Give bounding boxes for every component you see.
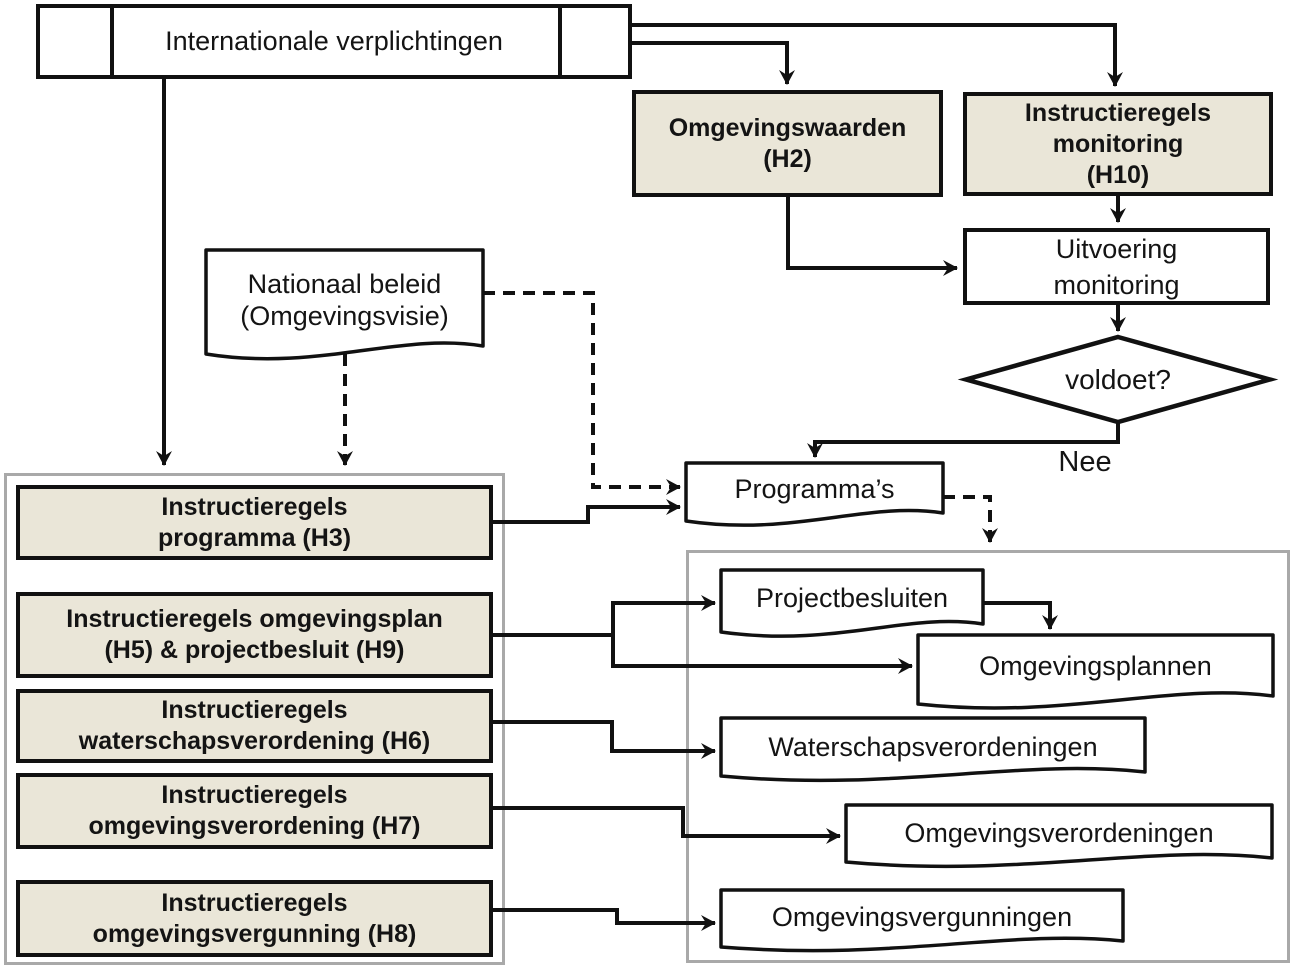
edge-voldoet-nee-to-programmas <box>807 422 1120 458</box>
instructieregels-programma-box: Instructieregels programma (H3) <box>16 485 493 560</box>
edge-projectbesluiten-to-omgevingsplannen <box>983 601 1058 630</box>
edge-h5-to-projectbesluiten <box>493 595 716 637</box>
predefined-process-left-bar <box>110 8 114 75</box>
voldoet-diamond-shape <box>957 334 1279 425</box>
waterschapsverordeningen-shape <box>719 716 1147 783</box>
projectbesluiten-shape <box>719 568 985 638</box>
edge-h7-to-omgevingsverordeningen <box>493 806 841 844</box>
internationale-verplichtingen-label: Internationale verplichtingen <box>165 26 503 56</box>
nationaal-beleid-label: Nationaal beleid (Omgevingsvisie) <box>240 268 449 331</box>
programmas-label: Programma’s <box>734 474 895 504</box>
edge-nationaalbeleid-to-programmas <box>483 291 681 495</box>
edge-programmas-to-rightpanel <box>943 495 998 543</box>
edge-h6-to-waterschapsverordeningen <box>493 720 716 759</box>
uitvoering-monitoring-box: Uitvoering monitoring <box>963 228 1270 305</box>
omgevingsverordeningen-shape <box>844 803 1274 869</box>
predefined-process-right-bar <box>558 8 562 75</box>
omgevingsvergunningen-shape <box>719 888 1125 953</box>
omgevingsplannen-shape <box>916 633 1275 710</box>
omgevingsvergunningen-label: Omgevingsvergunningen <box>771 901 1073 932</box>
programmas-shape <box>684 461 945 527</box>
omgevingsplannen-label: Omgevingsplannen <box>979 651 1212 681</box>
edge-h8-to-omgevingsvergunningen <box>493 908 716 931</box>
nee-label: Nee <box>1058 445 1112 478</box>
edge-h2-to-uitvoering <box>786 197 958 276</box>
omgevingsverordeningen-label: Omgevingsverordeningen <box>904 817 1214 848</box>
projectbesluiten-label: Projectbesluiten <box>755 583 949 613</box>
edge-h3-to-programmas <box>493 499 681 524</box>
instructieregels-omgevingsvergunning-box: Instructieregels omgevingsvergunning (H8… <box>16 880 493 957</box>
instructieregels-omgevingsplan-box: Instructieregels omgevingsplan (H5) & pr… <box>16 592 493 678</box>
omgevingswaarden-box: Omgevingswaarden (H2) <box>632 90 943 197</box>
instructieregels-omgevingsverordening-box: Instructieregels omgevingsverordening (H… <box>16 773 493 849</box>
waterschapsverordeningen-label: Waterschapsverordeningen <box>768 731 1098 762</box>
internationale-verplichtingen-box: Internationale verplichtingen <box>36 4 632 79</box>
instructieregels-monitoring-box: Instructieregels monitoring (H10) <box>963 92 1273 196</box>
edge-iv-to-h10 <box>632 23 1123 87</box>
nationaal-beleid-shape <box>204 248 485 361</box>
edge-h5-to-omgevingsplannen <box>611 635 913 674</box>
edge-iv-to-h2 <box>632 41 795 85</box>
instructieregels-waterschapsverordening-box: Instructieregels waterschapsverordening … <box>16 689 493 763</box>
voldoet-label: voldoet? <box>1065 363 1171 395</box>
